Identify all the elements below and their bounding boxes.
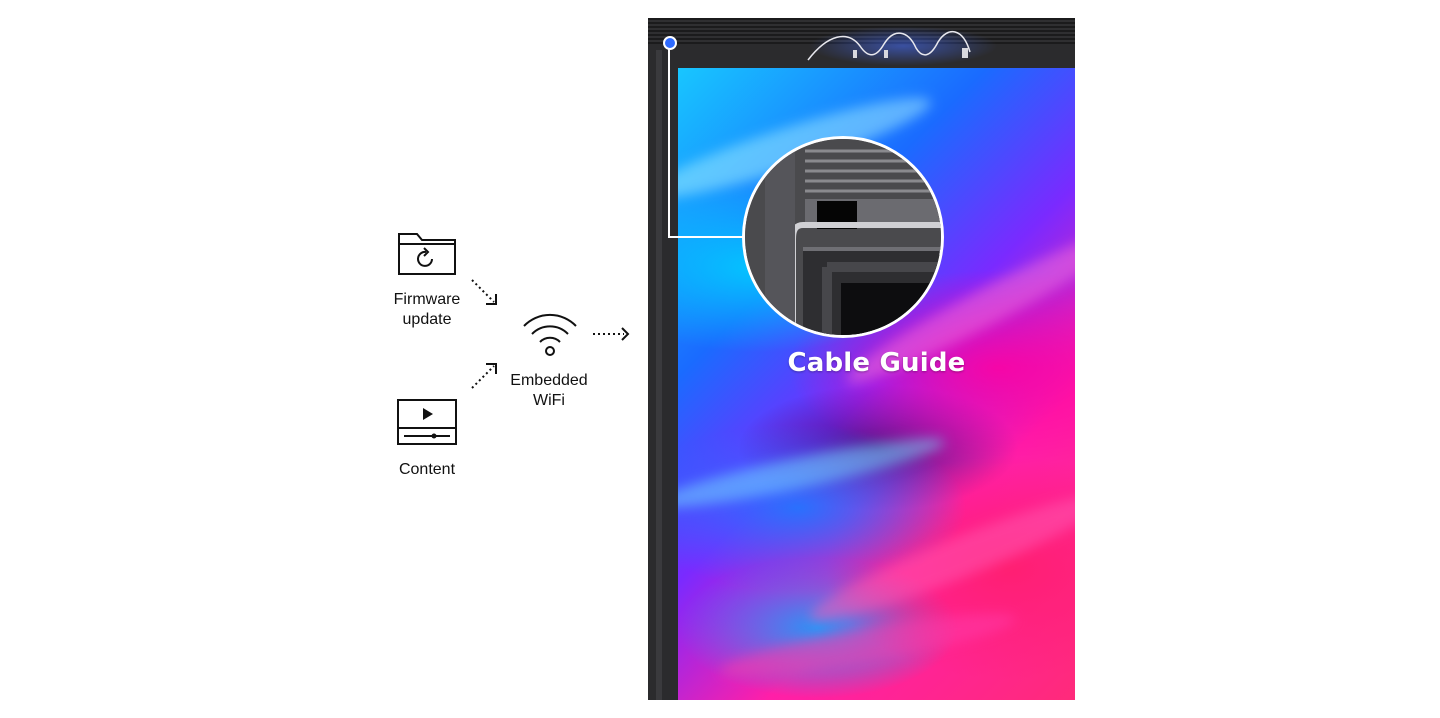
wallpaper-streak <box>678 427 948 519</box>
cable-guide-zoom-circle <box>742 136 944 338</box>
video-player-icon <box>397 399 457 445</box>
content-label: Content <box>398 461 456 478</box>
cable-guide-closeup <box>745 139 941 335</box>
wallpaper-streak <box>717 602 1019 688</box>
folder-refresh-icon <box>398 233 456 275</box>
wifi-icon <box>523 313 577 356</box>
wallpaper-streak <box>802 479 1075 637</box>
firmware-update-label: Firmware update <box>393 291 461 328</box>
dotted-arrow-up-right-icon <box>471 363 497 389</box>
callout-marker-dot <box>663 36 677 50</box>
top-glow <box>808 26 998 66</box>
bezel-edge <box>656 50 662 700</box>
cable-guide-label: Cable Guide <box>787 348 966 378</box>
dotted-arrow-down-right-icon <box>471 279 497 305</box>
top-cables <box>807 31 971 61</box>
dotted-arrow-right-icon <box>593 327 630 341</box>
embedded-wifi-label: Embedded WiFi <box>510 372 588 409</box>
callout-line <box>668 44 746 238</box>
